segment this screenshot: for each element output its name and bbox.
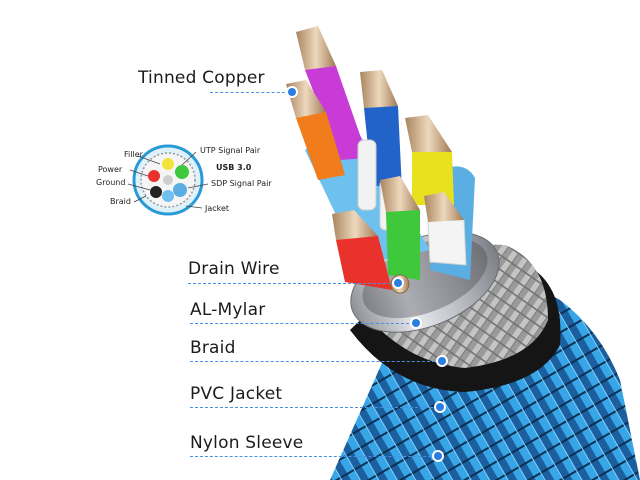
- xs-sdp-1: [173, 183, 187, 197]
- xs-label-power: Power: [98, 165, 123, 174]
- label-nylon-sleeve: Nylon Sleeve: [190, 433, 304, 453]
- wire-red: [336, 231, 392, 290]
- leader-tinned-copper: [210, 92, 290, 93]
- label-al-mylar: AL-Mylar: [190, 300, 266, 320]
- xs-label-filler: Filler: [124, 150, 143, 159]
- label-pvc-jacket: PVC Jacket: [190, 384, 283, 404]
- xs-filler: [162, 158, 174, 170]
- leader-dot-braid: [438, 357, 446, 365]
- leader-dot-al-mylar: [412, 319, 420, 327]
- xs-sdp-2: [162, 190, 174, 202]
- wire-magenta: [305, 62, 368, 160]
- copper-magenta: [296, 26, 336, 70]
- xs-power: [148, 170, 160, 182]
- copper-red: [332, 210, 378, 240]
- xs-utp: [175, 165, 189, 179]
- copper-white: [424, 192, 464, 222]
- leader-pvc-jacket: [190, 407, 438, 408]
- copper-blue: [360, 70, 398, 108]
- leader-nylon-sleeve: [190, 456, 436, 457]
- copper-green: [380, 176, 420, 212]
- leader-dot-tinned-copper: [288, 88, 296, 96]
- leader-drain-wire: [188, 283, 396, 284]
- leader-braid: [190, 361, 440, 362]
- wire-orange: [296, 110, 345, 180]
- xs-title: USB 3.0: [216, 163, 252, 172]
- wire-white-3: [427, 216, 467, 266]
- wire-yellow: [412, 147, 454, 205]
- wire-green: [386, 205, 420, 280]
- label-braid: Braid: [190, 338, 236, 358]
- xs-label-sdp: SDP Signal Pair: [211, 179, 272, 188]
- leader-dot-pvc-jacket: [436, 403, 444, 411]
- wire-white-1: [357, 139, 377, 211]
- copper-yellow: [405, 115, 452, 152]
- leader-dot-nylon-sleeve: [434, 452, 442, 460]
- leader-dot-drain-wire: [394, 279, 402, 287]
- xs-label-braid: Braid: [110, 197, 131, 206]
- xs-label-ground: Ground: [96, 178, 126, 187]
- xs-center: [163, 175, 173, 185]
- xs-label-utp: UTP Signal Pair: [200, 146, 261, 155]
- copper-orange: [286, 80, 326, 118]
- leader-al-mylar: [190, 323, 414, 324]
- cross-section-schematic: [127, 144, 209, 216]
- label-tinned-copper: Tinned Copper: [138, 68, 265, 88]
- label-drain-wire: Drain Wire: [188, 259, 280, 279]
- xs-label-jacket: Jacket: [205, 204, 230, 213]
- xs-ground: [150, 186, 162, 198]
